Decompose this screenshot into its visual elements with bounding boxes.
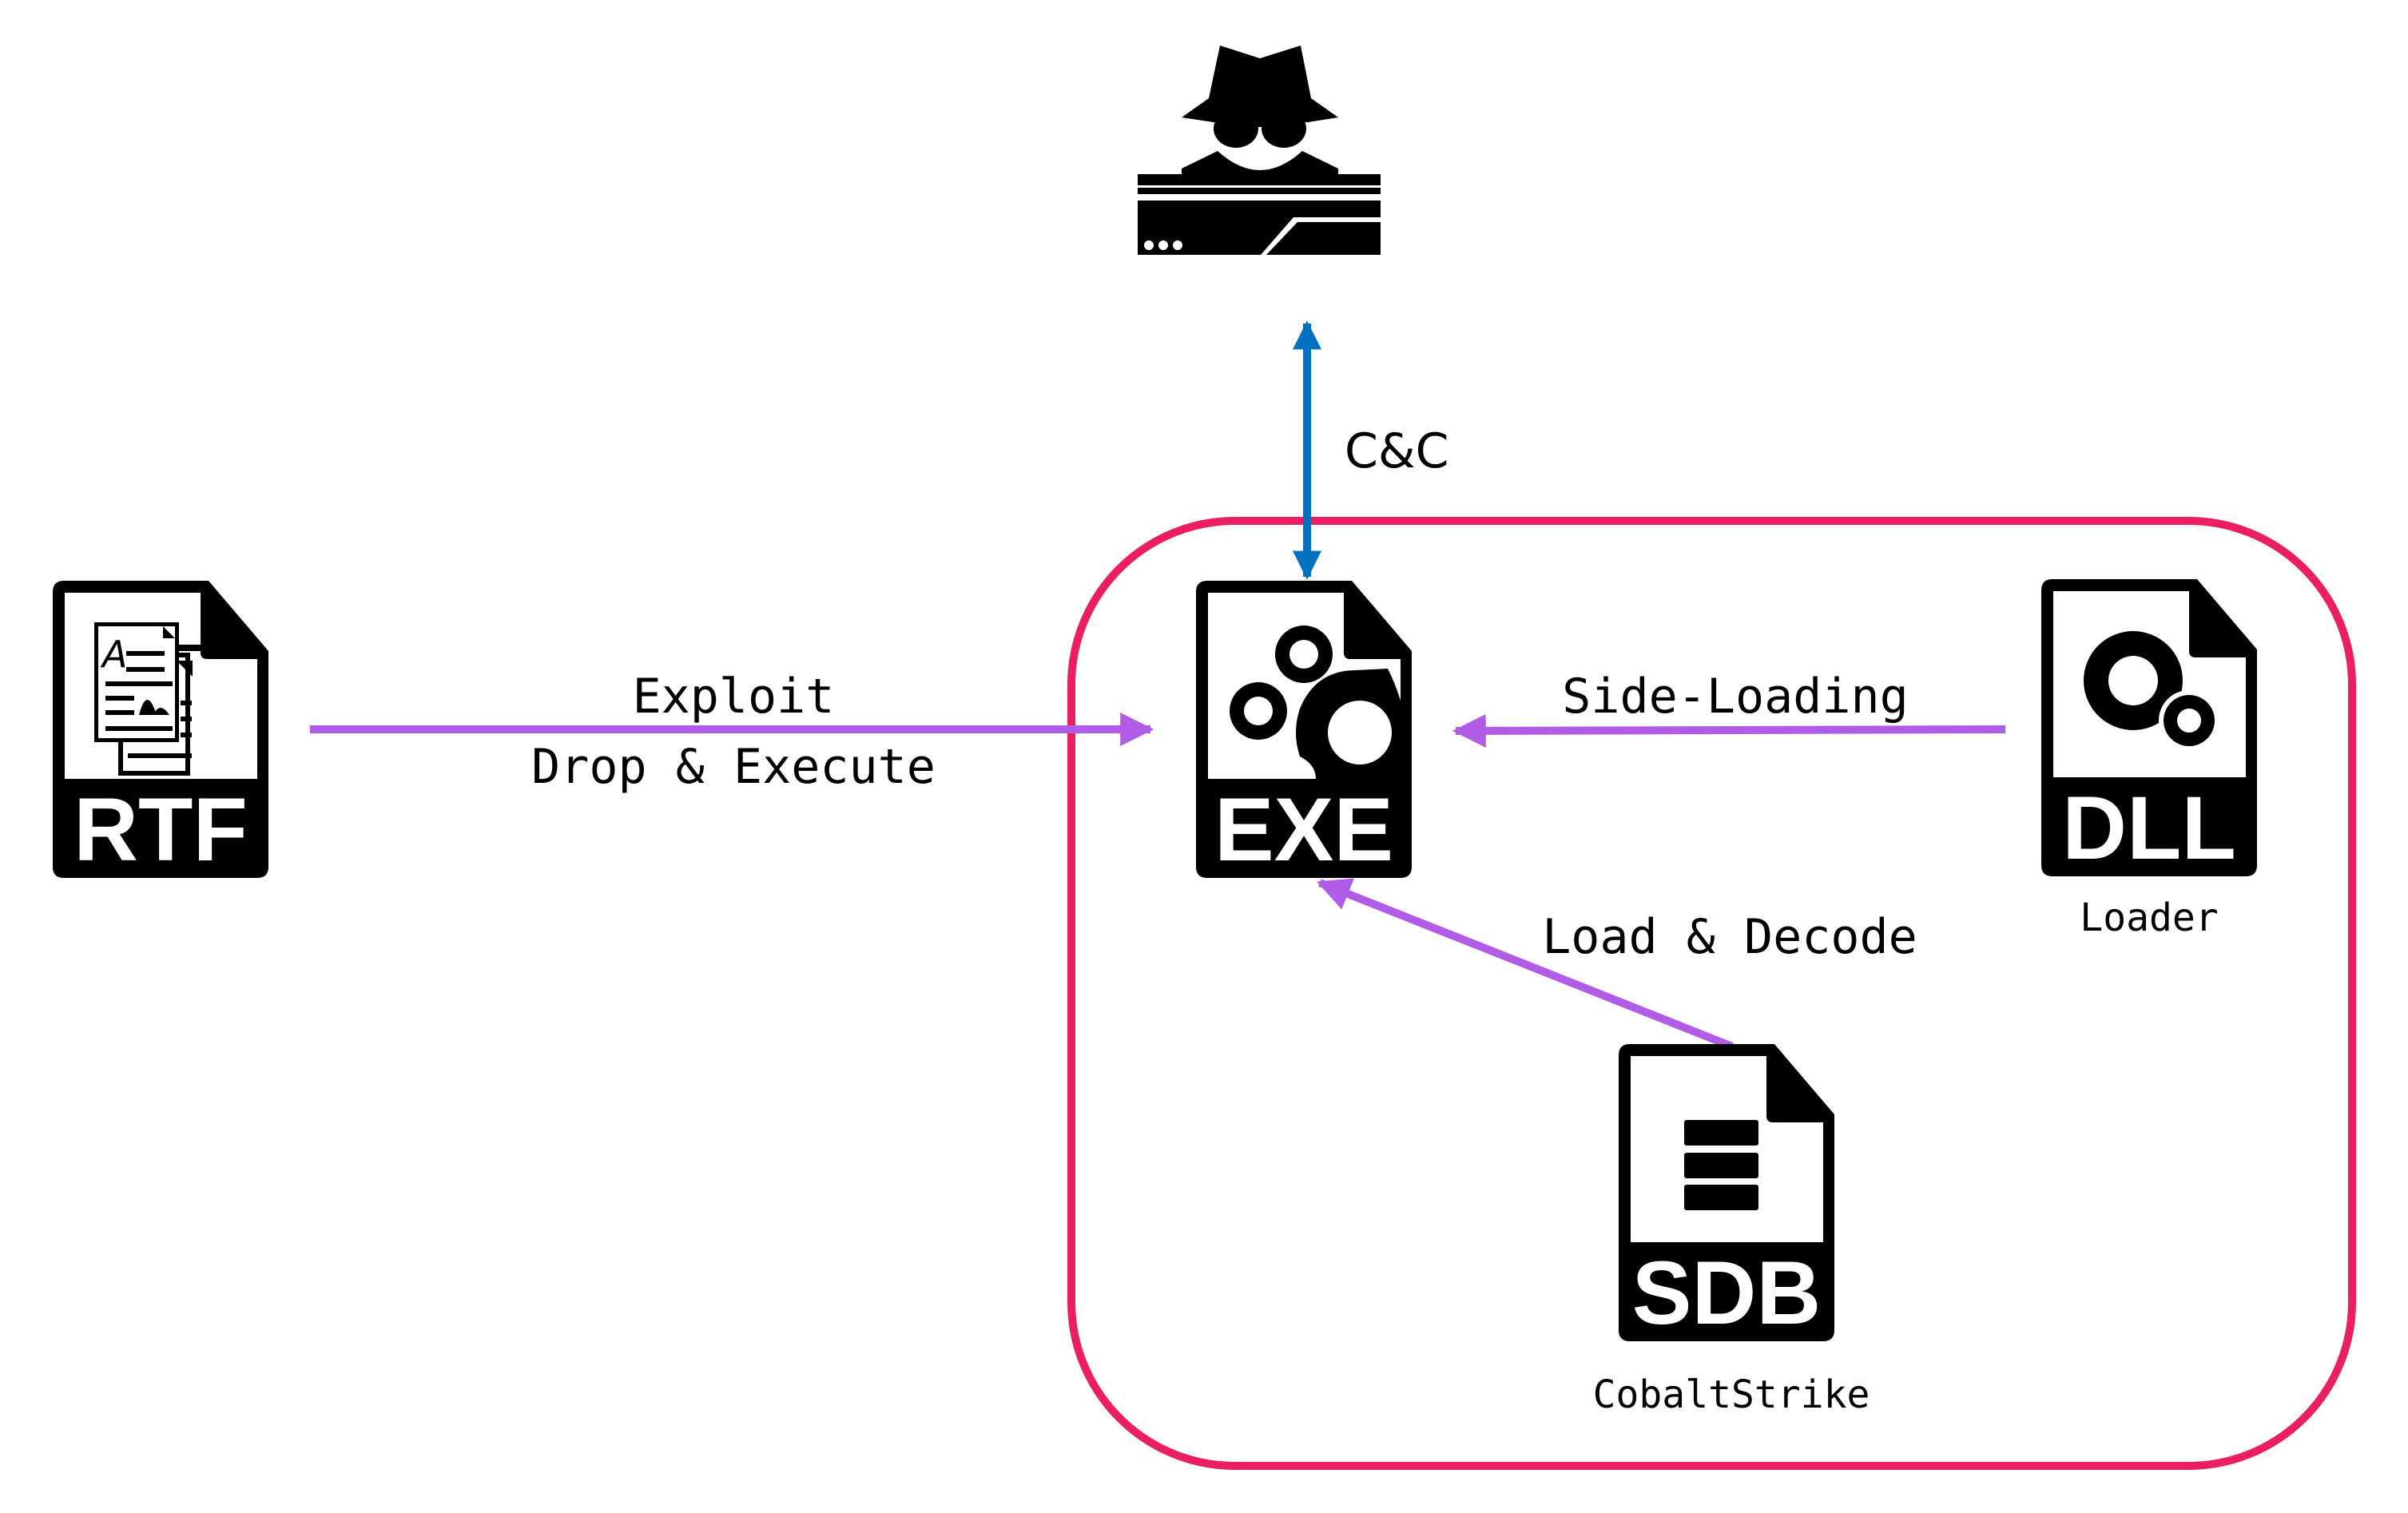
file-page bbox=[1631, 1056, 1823, 1242]
server-body bbox=[1138, 201, 1381, 255]
led-dot bbox=[1173, 240, 1182, 250]
gears-glyph bbox=[1230, 625, 1401, 779]
sdb-badge: SDB bbox=[1632, 1243, 1821, 1343]
drop-execute-label: Drop & Execute bbox=[531, 739, 936, 795]
hat-shape bbox=[1182, 46, 1338, 122]
dll-badge: DLL bbox=[2062, 778, 2236, 878]
sdb-file-icon[interactable]: SDB bbox=[1619, 1044, 1834, 1343]
server-stripe-2 bbox=[1138, 188, 1381, 194]
sdb-caption: CobaltStrike bbox=[1593, 1372, 1870, 1417]
side-loading-label: Side-Loading bbox=[1562, 669, 1908, 725]
gears-glyph bbox=[2084, 631, 2219, 751]
shoulders-shape bbox=[1182, 151, 1338, 177]
database-glyph bbox=[1684, 1120, 1758, 1210]
process-group-border bbox=[1067, 517, 2356, 1470]
rtf-badge: RTF bbox=[74, 780, 248, 880]
load-decode-label: Load & Decode bbox=[1542, 909, 1917, 965]
load-decode-arrow[interactable] bbox=[1317, 878, 1734, 1050]
exe-badge: EXE bbox=[1214, 780, 1393, 880]
document-glyph: A bbox=[94, 622, 211, 776]
rtf-file-icon[interactable]: A RTF bbox=[53, 581, 268, 880]
exploit-label: Exploit bbox=[633, 669, 835, 725]
right-lens bbox=[1262, 109, 1306, 148]
hacker-server-icon[interactable] bbox=[1138, 46, 1381, 255]
dll-file-icon[interactable]: DLL bbox=[2041, 579, 2257, 878]
dll-caption: Loader bbox=[2080, 895, 2218, 940]
svg-text:A: A bbox=[100, 633, 127, 676]
exe-file-icon[interactable]: EXE bbox=[1196, 581, 1412, 880]
left-lens bbox=[1214, 109, 1258, 148]
glasses-bridge bbox=[1230, 119, 1290, 127]
cnc-label: C&C bbox=[1345, 423, 1449, 479]
led-dot bbox=[1144, 240, 1154, 250]
led-dot bbox=[1158, 240, 1168, 250]
server-panel bbox=[1266, 222, 1381, 255]
server-stripe-1 bbox=[1138, 174, 1381, 185]
side-loading-arrow[interactable] bbox=[1452, 713, 2006, 748]
